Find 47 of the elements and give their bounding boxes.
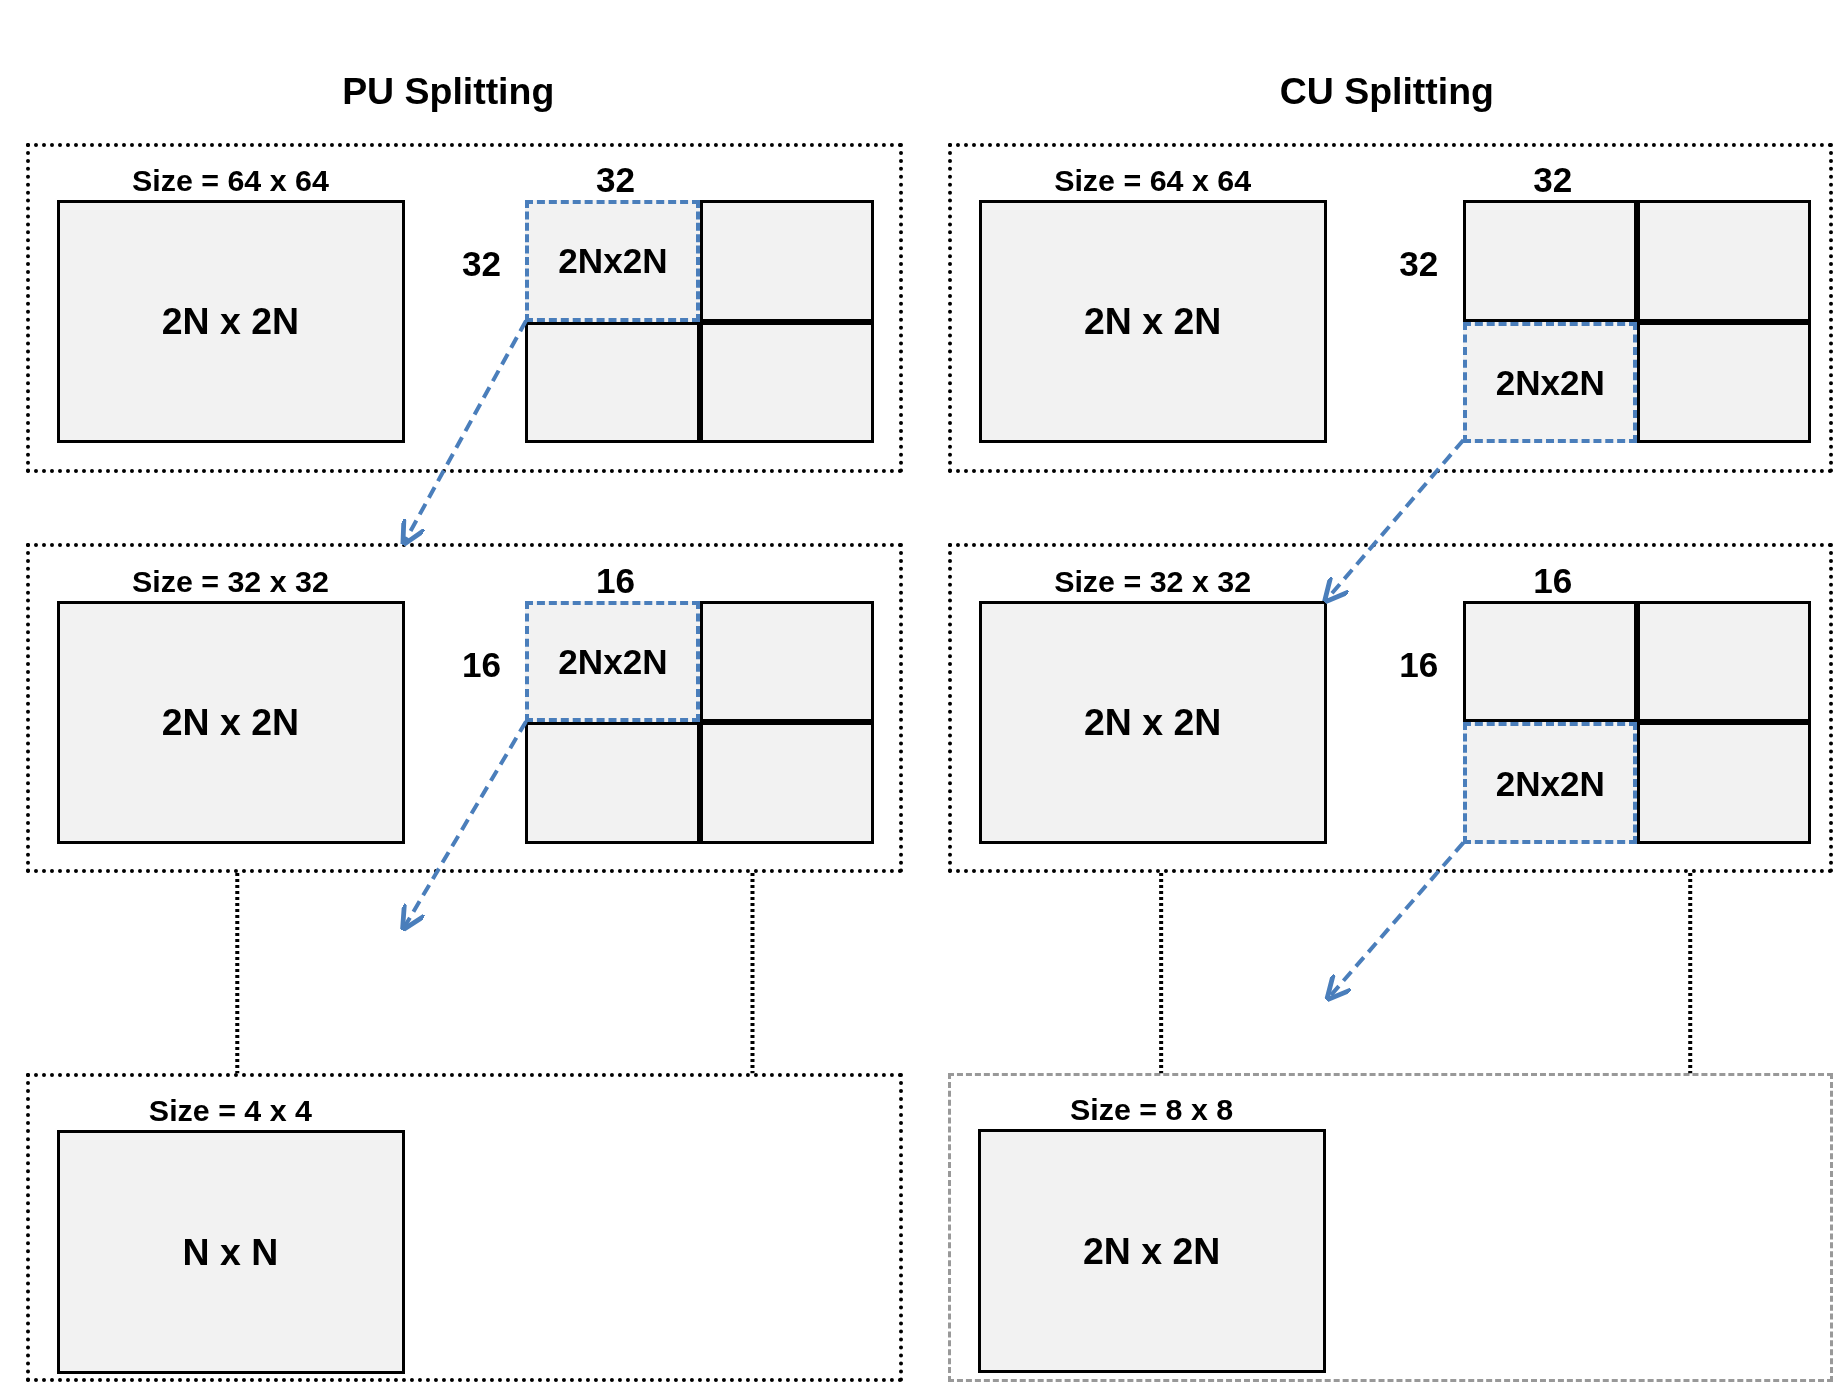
cell-label: 2Nx2N [558,241,668,282]
block-label: 2N x 2N [1083,299,1222,343]
grid-cell [699,601,874,723]
connector-line [1159,873,1164,1074]
size-label: Size = 32 x 32 [1054,563,1252,599]
cell-label: 2Nx2N [1495,763,1605,804]
block-label: N x N [182,1230,279,1273]
size-label: Size = 8 x 8 [1070,1091,1234,1127]
dotted-panel [947,543,1833,873]
block-label: 2N x 2N [1082,1229,1221,1272]
column-heading: PU Splitting [342,69,555,113]
cell-label: 2Nx2N [1495,363,1605,403]
highlighted-cell [525,601,700,723]
dotted-panel [25,1073,904,1383]
grid-cell [699,722,874,844]
size-label: Size = 64 x 64 [131,162,329,198]
dimension-label: 16 [1533,560,1573,601]
dimension-label: 32 [1399,243,1439,284]
column-heading: CU Splitting [1279,69,1494,113]
dimension-label: 32 [461,243,501,284]
connector-line [235,873,240,1074]
grid-cell [525,722,700,844]
arrow [400,319,528,548]
cell-label: 2Nx2N [558,642,668,683]
dimension-label: 16 [595,560,635,601]
size-label: Size = 4 x 4 [148,1092,312,1128]
block-label: 2N x 2N [1083,700,1222,744]
dimension-label: 16 [1399,644,1439,685]
dotted-panel [25,543,904,873]
connector-line [1688,873,1693,1074]
dimension-label: 32 [595,159,635,200]
highlighted-cell [525,199,700,322]
size-label: Size = 64 x 64 [1054,162,1252,198]
connector-line [750,873,755,1074]
dotted-panel [947,142,1833,473]
dotted-panel [947,1073,1833,1383]
arrow [1321,438,1465,605]
highlighted-cell [1462,321,1638,444]
dimension-label: 32 [1533,159,1573,200]
dimension-label: 16 [461,644,501,685]
arrow [1324,841,1465,1003]
block-label: 2N x 2N [161,700,300,744]
arrow [400,720,528,933]
highlighted-cell [1462,722,1638,844]
size-label: Size = 32 x 32 [131,563,329,599]
block-label: 2N x 2N [161,299,300,343]
dotted-panel [25,142,904,473]
